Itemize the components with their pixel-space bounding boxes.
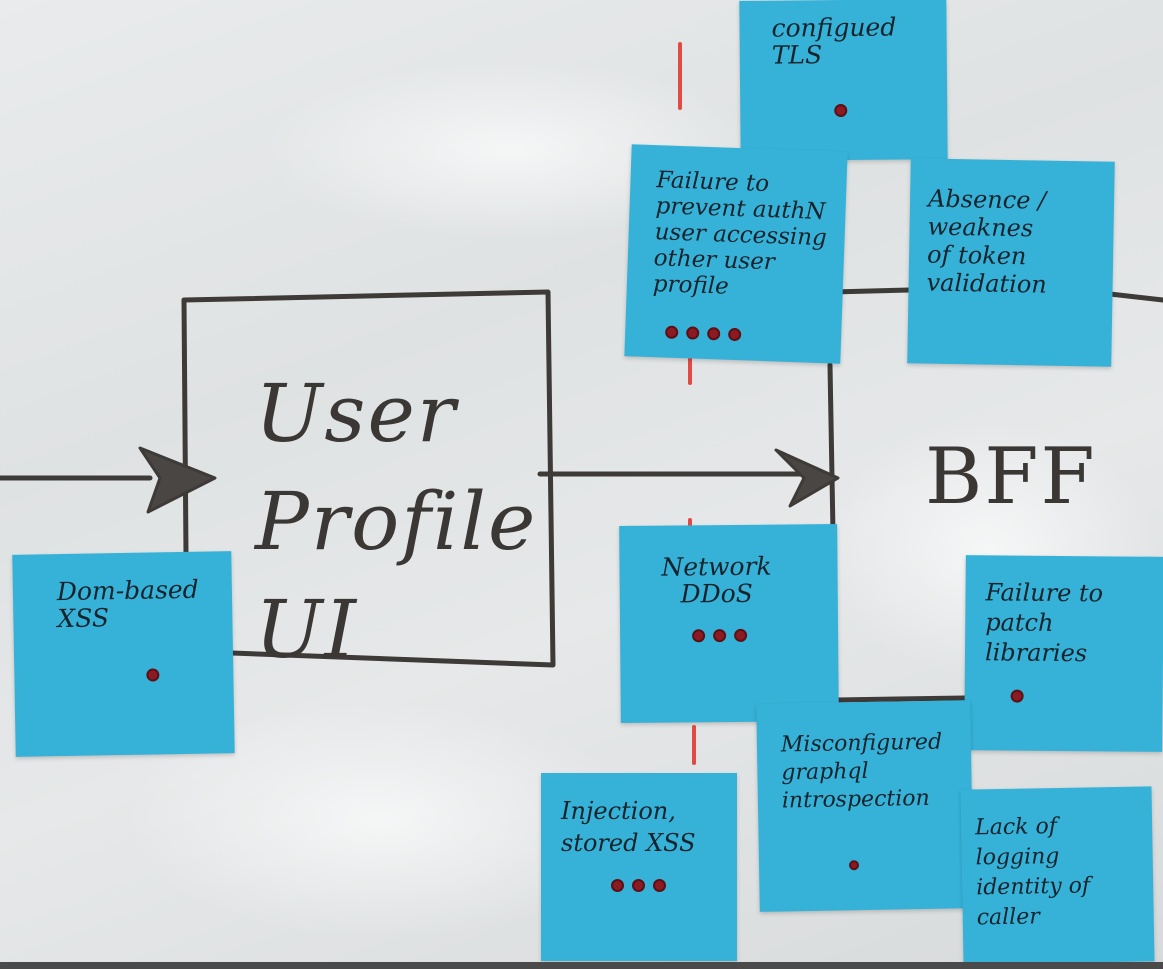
whiteboard-bottom-edge xyxy=(0,962,1163,969)
sticky-note-network-ddos[interactable]: Network DDoS xyxy=(619,524,839,723)
vote-dots xyxy=(1010,689,1024,703)
vote-dot xyxy=(734,628,748,642)
vote-dot xyxy=(692,629,706,643)
sticky-note-absence-token-validation[interactable]: Absence / weaknes of token validation xyxy=(907,158,1115,367)
sticky-note-tls[interactable]: configued TLS xyxy=(739,0,948,161)
vote-dot xyxy=(632,879,645,892)
bff-bottom-edge xyxy=(833,695,968,703)
vote-dot xyxy=(706,327,721,341)
note-text: Injection, stored XSS xyxy=(561,797,696,857)
vote-dot xyxy=(727,327,742,342)
vote-dot xyxy=(834,103,848,118)
vote-dots xyxy=(834,103,848,118)
sticky-note-failure-prevent-access[interactable]: Failure to prevent authN user accessing … xyxy=(624,144,848,364)
bff-label: BFF xyxy=(925,432,1097,522)
note-text: Lack of logging identity of caller xyxy=(974,814,1091,931)
vote-dot xyxy=(1010,689,1024,703)
vote-dot xyxy=(848,860,860,871)
note-text: Dom-based XSS xyxy=(56,574,199,634)
note-text: Misconfigured graphql introspection xyxy=(780,729,943,814)
vote-dots xyxy=(848,860,860,871)
note-text: configued TLS xyxy=(771,12,897,70)
vote-dots xyxy=(692,628,748,643)
note-text: Absence / weaknes of token validation xyxy=(926,184,1047,299)
red-marker-stroke xyxy=(692,725,696,765)
sticky-note-failure-patch-libraries[interactable]: Failure to patch libraries xyxy=(964,555,1163,752)
ui-box-left-edge xyxy=(181,297,189,558)
user-profile-ui-label: User Profile UI xyxy=(255,367,538,676)
red-marker-stroke xyxy=(678,42,682,110)
bff-top-edge xyxy=(829,287,913,295)
note-text: Network DDoS xyxy=(661,551,772,609)
ui-box-outline xyxy=(181,289,556,668)
vote-dot xyxy=(146,668,160,682)
red-marker-stroke xyxy=(688,355,692,385)
sticky-note-injection-stored-xss[interactable]: Injection, stored XSS xyxy=(541,773,737,961)
vote-dots xyxy=(146,668,160,682)
note-text: Failure to patch libraries xyxy=(984,578,1104,668)
vote-dots xyxy=(611,879,666,892)
vote-dot xyxy=(665,325,679,340)
bff-top-edge-right xyxy=(1107,291,1163,303)
sticky-note-misconfigured-graphql[interactable]: Misconfigured graphql introspection xyxy=(756,700,974,912)
sticky-note-lack-logging[interactable]: Lack of logging identity of caller xyxy=(960,786,1155,965)
sticky-note-dom-xss[interactable]: Dom-based XSS xyxy=(12,551,235,757)
vote-dots xyxy=(665,325,742,342)
note-text: Failure to prevent authN user accessing … xyxy=(652,167,828,300)
vote-dot xyxy=(685,326,700,340)
vote-dot xyxy=(653,879,666,892)
incoming-arrowhead xyxy=(138,446,217,514)
vote-dot xyxy=(713,629,727,643)
vote-dot xyxy=(611,879,624,892)
bff-arrowhead xyxy=(774,448,840,508)
